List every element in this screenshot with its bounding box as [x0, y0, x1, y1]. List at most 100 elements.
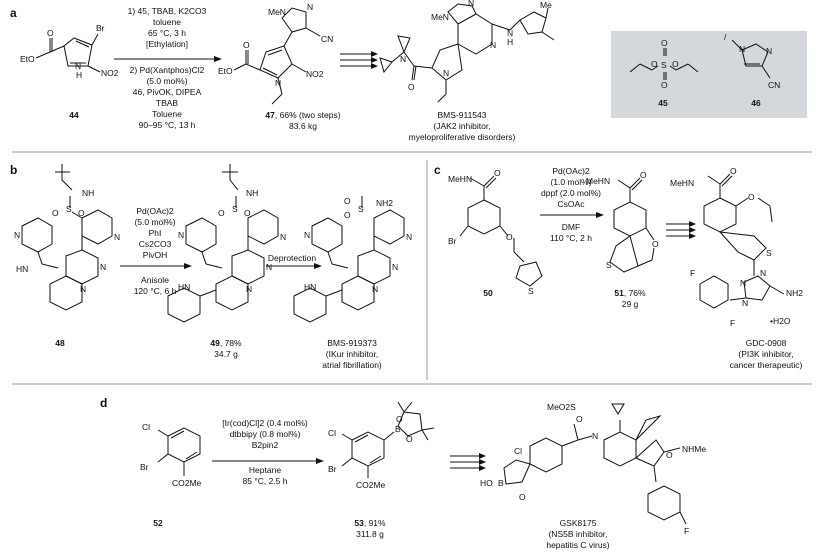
reagent-46-n2: N — [766, 46, 772, 56]
svg-text:Toluene: Toluene — [152, 109, 182, 119]
compound-52-br: Br — [140, 462, 149, 472]
arrow-b-1-head — [184, 263, 192, 269]
gsk8175-ho: HO — [480, 478, 493, 488]
svg-text:85 °C, 2.5 h: 85 °C, 2.5 h — [243, 476, 288, 486]
compound-49-n2: N — [178, 230, 184, 240]
reagent-46-structure — [731, 39, 771, 79]
compound-44-br: Br — [96, 23, 105, 33]
compound-49-mass: 34.7 g — [214, 349, 238, 359]
compound-44-carbonyl: O — [47, 28, 54, 38]
compound-47-carbonyl: O — [243, 40, 250, 50]
reagent-46-id: 46 — [751, 98, 761, 108]
compound-44-ester: EtO — [20, 54, 35, 64]
gsk8175-f: F — [684, 526, 689, 536]
compound-53-mass: 311.8 g — [356, 529, 384, 539]
arrow-a-1-head — [214, 56, 222, 62]
bms-919373-n3: N — [392, 262, 398, 272]
gdc-0908-desc1: (PI3K inhibitor, — [738, 349, 793, 359]
gsk8175-o2: O — [576, 414, 583, 424]
bms-911543-n1: N — [468, 0, 474, 8]
compound-49-nh: NH — [246, 188, 258, 198]
reagent-45-o4: O — [672, 59, 679, 69]
compound-51-o: O — [640, 170, 647, 180]
compound-44-id: 44 — [69, 110, 79, 120]
compound-50-structure — [459, 175, 543, 287]
compound-50-id: 50 — [483, 288, 493, 298]
svg-text:(1.0 mol%): (1.0 mol%) — [550, 177, 591, 187]
compound-48-o2: O — [78, 208, 85, 218]
svg-text:[Ethylation]: [Ethylation] — [146, 39, 188, 49]
compound-53-o1: O — [396, 414, 403, 424]
reagent-45-id: 45 — [658, 98, 668, 108]
gdc-0908-n2: N — [760, 268, 766, 278]
compound-53-br: Br — [328, 464, 337, 474]
compound-53-cl: Cl — [328, 428, 336, 438]
compound-53-caption: 53, 91% — [354, 518, 386, 528]
compound-49-hn: HN — [178, 282, 190, 292]
panel-label-a: a — [10, 6, 17, 20]
compound-48-id: 48 — [55, 338, 65, 348]
compound-48-s: S — [66, 204, 72, 214]
conditions-c: Pd(OAc)2 (1.0 mol%) dppf (2.0 mol%) CsOA… — [541, 166, 601, 243]
compound-50-o: O — [494, 168, 501, 178]
compound-49-structure — [167, 164, 279, 323]
bms-911543-n5: N — [400, 54, 406, 64]
compound-49-o2: O — [244, 208, 251, 218]
panel-label-c: c — [434, 163, 441, 177]
compound-51-o2: O — [652, 239, 659, 249]
reagent-46-cn: CN — [768, 80, 780, 90]
reagent-45-o3: O — [651, 59, 658, 69]
svg-text:Cs2CO3: Cs2CO3 — [139, 239, 172, 249]
conditions-a: 1) 45, TBAB, K2CO3 toluene 65 °C, 3 h [E… — [128, 6, 207, 130]
gdc-0908-o: O — [730, 166, 737, 176]
compound-47-structure — [233, 7, 321, 105]
bms-911543-o: O — [408, 82, 415, 92]
reagent-45-structure — [629, 48, 699, 80]
svg-text:Pd(OAc)2: Pd(OAc)2 — [552, 166, 590, 176]
step-deprotection: Deprotection — [268, 253, 316, 263]
compound-52-cl: Cl — [142, 422, 150, 432]
svg-text:Anisole: Anisole — [141, 275, 169, 285]
svg-text:TBAB: TBAB — [156, 98, 179, 108]
compound-47-no2: NO2 — [306, 69, 324, 79]
compound-48-o1: O — [52, 208, 59, 218]
compound-48-nh: NH — [82, 188, 94, 198]
bms-911543-n2: N — [490, 40, 496, 50]
gsk8175-structure — [503, 403, 687, 525]
gdc-0908-desc2: cancer therapeutic) — [730, 360, 803, 370]
svg-text:DMF: DMF — [562, 222, 580, 232]
bms-919373-hn: HN — [304, 282, 316, 292]
bms-911543-desc1: (JAK2 inhibitor, — [433, 121, 490, 131]
compound-48-structure — [21, 164, 113, 311]
bms-919373-nh2: NH2 — [376, 198, 393, 208]
bms-911543-n3: N — [443, 68, 449, 78]
svg-text:1) 45, TBAB, K2CO3: 1) 45, TBAB, K2CO3 — [128, 6, 207, 16]
svg-text:65 °C, 3 h: 65 °C, 3 h — [148, 28, 186, 38]
compound-51-s: S — [606, 260, 612, 270]
svg-text:2) Pd(Xantphos)Cl2: 2) Pd(Xantphos)Cl2 — [130, 65, 205, 75]
compound-50-br: Br — [448, 236, 457, 246]
gsk8175-name: GSK8175 — [560, 518, 597, 528]
compound-47-ring-n: N — [307, 2, 313, 12]
compound-51-structure — [609, 177, 655, 273]
svg-text:Heptane: Heptane — [249, 465, 281, 475]
svg-text:PhI: PhI — [149, 228, 162, 238]
gsk8175-cl: Cl — [514, 446, 522, 456]
svg-text:[Ir(cod)Cl]2 (0.4 mol%): [Ir(cod)Cl]2 (0.4 mol%) — [222, 418, 308, 428]
gdc-0908-f2: F — [730, 318, 735, 328]
bms-911543-desc2: myeloproliferative disorders) — [409, 132, 516, 142]
compound-52-ester: CO2Me — [172, 478, 202, 488]
compound-44-nh: H — [76, 70, 82, 80]
compound-53-b: B — [395, 424, 401, 434]
compound-50-o2: O — [506, 232, 513, 242]
compound-49-o1: O — [218, 208, 225, 218]
svg-text:(5.0 mol%): (5.0 mol%) — [146, 76, 187, 86]
reagent-46-me: / — [724, 32, 727, 42]
gsk8175-nhme: NHMe — [682, 444, 706, 454]
bms-919373-n4: N — [372, 284, 378, 294]
compound-49-n4: N — [246, 284, 252, 294]
panel-label-b: b — [10, 163, 17, 177]
compound-50-mehn: MeHN — [448, 174, 472, 184]
compound-53-o2: O — [406, 434, 413, 444]
arrow-b-2-head — [314, 263, 322, 269]
